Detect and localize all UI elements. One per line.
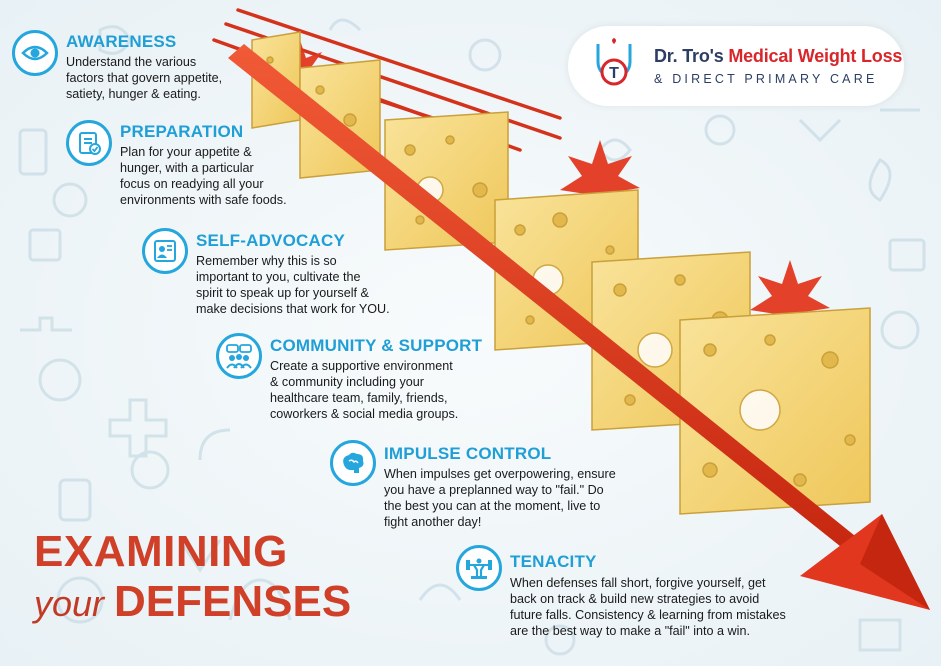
section-line: When defenses fall short, forgive yourse…	[510, 576, 766, 590]
logo-name-part1: Dr. Tro's	[654, 46, 724, 66]
section-title: AWARENESS	[66, 32, 177, 51]
section-line: are the best way to make a "fail" into a…	[510, 624, 750, 638]
section-line: factors that govern appetite,	[66, 71, 223, 85]
logo-icon-letter: T	[609, 65, 619, 82]
section-body: Remember why this is so important to you…	[196, 253, 476, 317]
section-body: Understand the various factors that gove…	[66, 54, 326, 102]
section-line: Remember why this is so	[196, 254, 337, 268]
logo-subtitle: & DIRECT PRIMARY CARE	[654, 72, 878, 86]
section-line: back on track & build new strategies to …	[510, 592, 760, 606]
section-line: satiety, hunger & eating.	[66, 87, 201, 101]
group-chat-icon-circle	[216, 333, 262, 379]
section-line: When impulses get overpowering, ensure	[384, 467, 616, 481]
brain-icon	[343, 452, 364, 473]
brand-logo: T Dr. Tro's Medical Weight Loss & DIRECT…	[568, 26, 904, 106]
eye-icon	[21, 45, 49, 61]
section-line: you have a preplanned way to "fail." Do	[384, 483, 604, 497]
section-line: hunger, with a particular	[120, 161, 254, 175]
eye-icon-circle	[12, 30, 58, 76]
weightlifter-icon	[466, 558, 492, 579]
headline-script-word: your	[34, 583, 105, 624]
section-body: Create a supportive environment & commun…	[270, 358, 570, 422]
brain-icon-circle	[330, 440, 376, 486]
section-line: environments with safe foods.	[120, 193, 287, 207]
section-line: Create a supportive environment	[270, 359, 453, 373]
section-body: When defenses fall short, forgive yourse…	[510, 575, 850, 639]
section-line: fight another day!	[384, 515, 482, 529]
cheese-slice-6	[679, 307, 871, 515]
group-chat-icon	[226, 344, 252, 369]
section-title: TENACITY	[510, 552, 597, 571]
section-line: future falls. Consistency & learning fro…	[510, 608, 786, 622]
person-speaking-icon-circle	[142, 228, 188, 274]
section-line: Plan for your appetite &	[120, 145, 252, 159]
section-line: make decisions that work for YOU.	[196, 302, 390, 316]
logo-name: Dr. Tro's Medical Weight Loss	[654, 46, 902, 67]
main-arrow	[228, 44, 930, 610]
faint-medical-icons	[18, 18, 926, 656]
section-line: spirit to speak up for yourself &	[196, 286, 369, 300]
headline-bold-word: DEFENSES	[114, 577, 352, 626]
section-body: Plan for your appetite & hunger, with a …	[120, 144, 380, 208]
stethoscope-logo-icon: T	[596, 38, 632, 86]
logo-name-part2: Medical Weight Loss	[728, 46, 903, 66]
section-line: important to you, cultivate the	[196, 270, 361, 284]
section-title: IMPULSE CONTROL	[384, 444, 552, 463]
section-line: & community including your	[270, 375, 424, 389]
section-line: coworkers & social media groups.	[270, 407, 459, 421]
section-line: Understand the various	[66, 55, 197, 69]
headline-line1: EXAMINING	[34, 527, 288, 576]
section-line: healthcare team, family, friends,	[270, 391, 448, 405]
cheese-slices	[251, 31, 871, 515]
section-title: PREPARATION	[120, 122, 244, 141]
section-title: SELF-ADVOCACY	[196, 231, 345, 250]
weightlifter-icon-circle	[456, 545, 502, 591]
checklist-icon-circle	[66, 120, 112, 166]
section-line: the best you can at the moment, live to	[384, 499, 601, 513]
section-body: When impulses get overpowering, ensure y…	[384, 466, 704, 530]
person-speaking-icon	[154, 240, 176, 262]
section-line: focus on readying all your	[120, 177, 264, 191]
checklist-icon	[79, 132, 101, 155]
section-title: COMMUNITY & SUPPORT	[270, 336, 483, 355]
